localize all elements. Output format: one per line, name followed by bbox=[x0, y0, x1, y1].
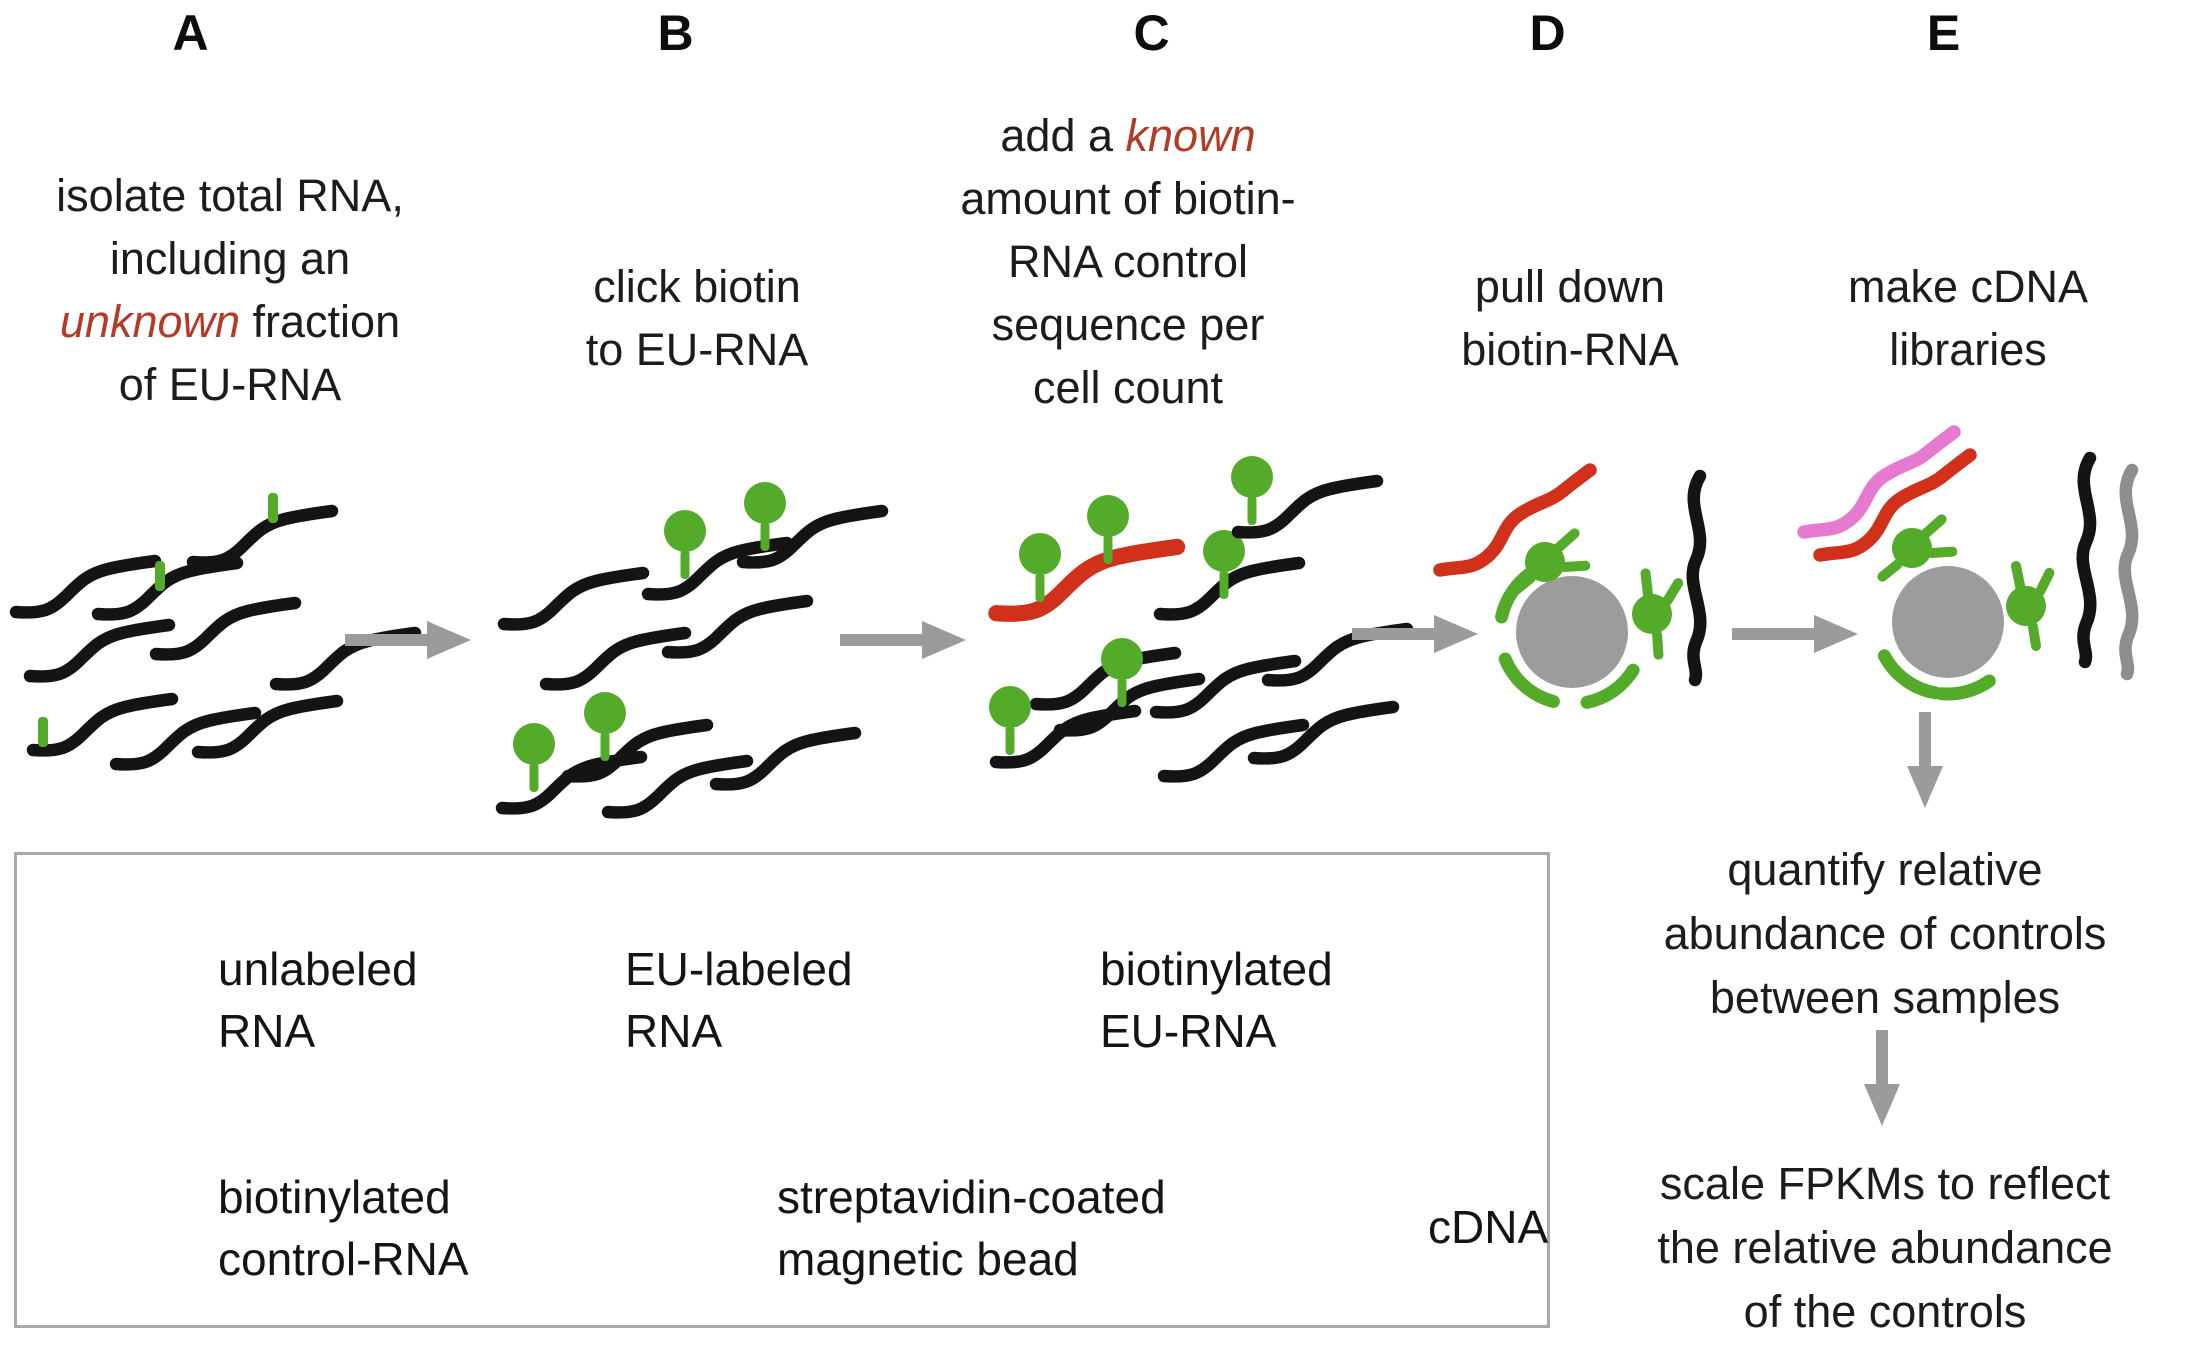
legend-box bbox=[14, 852, 1550, 1328]
rna-strand bbox=[116, 713, 255, 764]
legend-label-unlabeled-rna: unlabeled RNA bbox=[218, 943, 418, 1057]
eu-label-tick-icon bbox=[38, 717, 48, 747]
flow-step-scale-fpkm: scale FPKMs to reflect the relative abun… bbox=[1657, 1158, 2113, 1337]
panel-a-art bbox=[16, 493, 415, 764]
panel-e-art bbox=[1804, 432, 2133, 701]
legend-label-biotinylated-control-rna: biotinylated control-RNA bbox=[218, 1171, 469, 1285]
biotin-lollipop-icon bbox=[989, 686, 1031, 755]
legend-label-biotinylated-eu-rna: biotinylated EU-RNA bbox=[1100, 943, 1333, 1057]
right-arrow-icon bbox=[1352, 615, 1478, 653]
emphasis-text: unknown bbox=[59, 296, 241, 347]
panel-b-caption: click biotin to EU-RNA bbox=[585, 261, 809, 375]
biotin-lollipop-icon bbox=[513, 723, 555, 792]
magnetic-bead-icon bbox=[1892, 566, 2004, 678]
biotin-lollipop-icon bbox=[1231, 456, 1273, 525]
panel-e-caption: make cDNA libraries bbox=[1847, 261, 2089, 375]
panel-d-art bbox=[1440, 470, 1701, 709]
legend-label-streptavidin-bead: streptavidin-coated magnetic bead bbox=[777, 1171, 1166, 1285]
right-arrow-icon bbox=[1732, 615, 1858, 653]
down-arrow-icon bbox=[1907, 712, 1943, 808]
panel-b-art bbox=[502, 482, 882, 812]
emphasis-text: known bbox=[1125, 110, 1256, 161]
streptavidin-arc-icon bbox=[1877, 649, 1996, 701]
panel-b-label: B bbox=[657, 5, 695, 61]
cdna-strand bbox=[2125, 470, 2133, 674]
down-arrow-icon bbox=[1864, 1030, 1900, 1126]
eu-label-tick-icon bbox=[268, 493, 278, 523]
panel-d-label: D bbox=[1529, 5, 1567, 61]
biotin-lollipop-icon bbox=[1203, 530, 1245, 599]
right-arrow-icon bbox=[840, 621, 966, 659]
rna-strand bbox=[1693, 476, 1701, 680]
panel-c-caption: add a known amount of biotin- RNA contro… bbox=[960, 110, 1296, 413]
rna-strand bbox=[668, 601, 807, 652]
magnetic-bead-icon bbox=[1516, 576, 1628, 688]
rna-strand bbox=[504, 573, 643, 624]
rna-strand bbox=[33, 699, 172, 750]
rna-strand bbox=[2083, 458, 2091, 662]
flow-step-quantify: quantify relative abundance of controls … bbox=[1663, 844, 2107, 1023]
panel-a-label: A bbox=[172, 5, 210, 61]
control-rna-strand bbox=[1440, 470, 1590, 570]
panel-a-caption: isolate total RNA, including an unknown … bbox=[56, 170, 404, 410]
panel-c-label: C bbox=[1133, 5, 1171, 61]
right-arrow-icon bbox=[345, 621, 471, 659]
eu-label-tick-icon bbox=[155, 561, 165, 591]
rna-strand bbox=[193, 511, 332, 562]
rna-strand bbox=[30, 625, 169, 676]
panel-e-label: E bbox=[1926, 5, 1962, 61]
rna-strand bbox=[502, 757, 641, 808]
biotin-blob-icon bbox=[1997, 564, 2055, 646]
legend-label-cdna: cDNA bbox=[1428, 1201, 1549, 1253]
panel-c-art bbox=[989, 456, 1407, 776]
biotin-blob-icon bbox=[1621, 571, 1684, 654]
legend-label-eu-labeled-rna: EU-labeled RNA bbox=[625, 943, 853, 1057]
rna-strand bbox=[156, 603, 295, 654]
panel-d-caption: pull down biotin-RNA bbox=[1461, 261, 1679, 375]
rna-strand bbox=[198, 701, 337, 752]
rna-strand bbox=[546, 633, 685, 684]
